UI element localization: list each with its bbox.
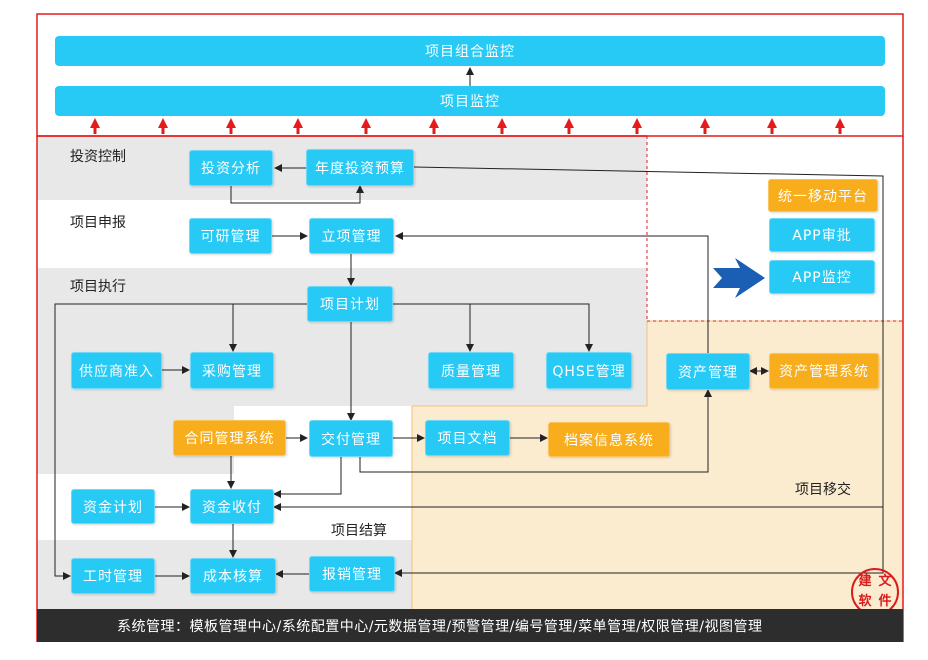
node-annual-budget[interactable]: 年度投资预算 bbox=[306, 149, 414, 186]
node-investment-analysis[interactable]: 投资分析 bbox=[189, 150, 273, 186]
label-project-handover: 项目移交 bbox=[795, 482, 851, 498]
label-investment-control: 投资控制 bbox=[70, 149, 126, 165]
node-supplier-access[interactable]: 供应商准入 bbox=[71, 352, 162, 389]
node-delivery-mgmt[interactable]: 交付管理 bbox=[309, 420, 393, 457]
node-fund-plan[interactable]: 资金计划 bbox=[71, 489, 155, 524]
seal-char: 建 bbox=[858, 574, 872, 589]
seal-stamp: 建 文 软 件 bbox=[851, 568, 899, 616]
node-quality-mgmt[interactable]: 质量管理 bbox=[428, 352, 514, 389]
seal-char: 文 bbox=[878, 574, 892, 589]
node-asset-mgmt[interactable]: 资产管理 bbox=[666, 353, 750, 390]
seal-char: 软 bbox=[858, 594, 872, 609]
project-monitor-bar[interactable]: 项目监控 bbox=[55, 86, 885, 116]
node-asset-system[interactable]: 资产管理系统 bbox=[769, 353, 879, 389]
mobile-arrow bbox=[713, 258, 765, 298]
node-reimbursement[interactable]: 报销管理 bbox=[309, 556, 395, 592]
seal-char: 件 bbox=[878, 594, 892, 609]
app-approval[interactable]: APP审批 bbox=[769, 218, 875, 252]
app-monitor[interactable]: APP监控 bbox=[769, 260, 875, 294]
node-project-docs[interactable]: 项目文档 bbox=[425, 420, 510, 456]
label-project-settlement: 项目结算 bbox=[331, 523, 387, 539]
node-labor-hours[interactable]: 工时管理 bbox=[71, 558, 155, 594]
node-fund-receipt[interactable]: 资金收付 bbox=[190, 489, 274, 524]
node-procurement-mgmt[interactable]: 采购管理 bbox=[190, 352, 274, 389]
node-contract-system[interactable]: 合同管理系统 bbox=[173, 420, 286, 456]
mobile-platform[interactable]: 统一移动平台 bbox=[768, 179, 878, 212]
node-archive-system[interactable]: 档案信息系统 bbox=[548, 422, 670, 457]
system-management-bar: 系统管理：模板管理中心/系统配置中心/元数据管理/预警管理/编号管理/菜单管理/… bbox=[37, 609, 903, 642]
label-project-application: 项目申报 bbox=[70, 215, 126, 231]
node-qhse-mgmt[interactable]: QHSE管理 bbox=[546, 352, 632, 389]
label-project-execution: 项目执行 bbox=[70, 279, 126, 295]
red-arrows bbox=[90, 118, 845, 134]
portfolio-monitor-bar[interactable]: 项目组合监控 bbox=[55, 36, 885, 66]
node-feasibility-mgmt[interactable]: 可研管理 bbox=[189, 218, 272, 254]
node-project-plan[interactable]: 项目计划 bbox=[307, 286, 393, 322]
node-project-approval[interactable]: 立项管理 bbox=[309, 218, 394, 254]
node-cost-accounting[interactable]: 成本核算 bbox=[190, 558, 276, 594]
